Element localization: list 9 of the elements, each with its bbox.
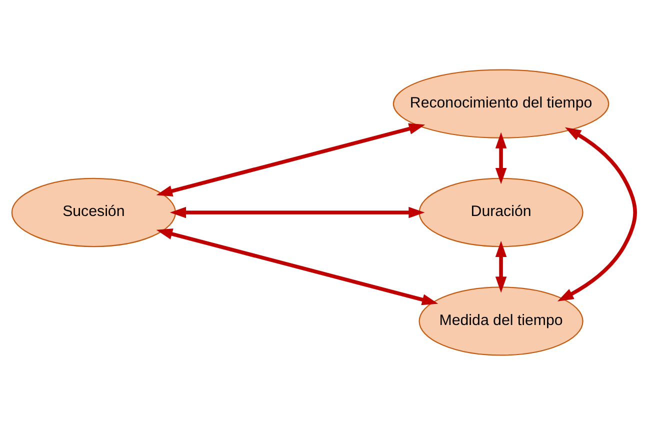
- node-ellipse: Duración: [418, 178, 584, 248]
- node-ellipse: Reconocimiento del tiempo: [392, 69, 610, 138]
- node-ellipse: Sucesión: [11, 178, 176, 248]
- arrow: [495, 240, 507, 293]
- arrow: [495, 132, 507, 184]
- arrow: [156, 123, 426, 196]
- arrow: [170, 206, 425, 218]
- arrow: [557, 127, 637, 302]
- arrow: [156, 228, 438, 306]
